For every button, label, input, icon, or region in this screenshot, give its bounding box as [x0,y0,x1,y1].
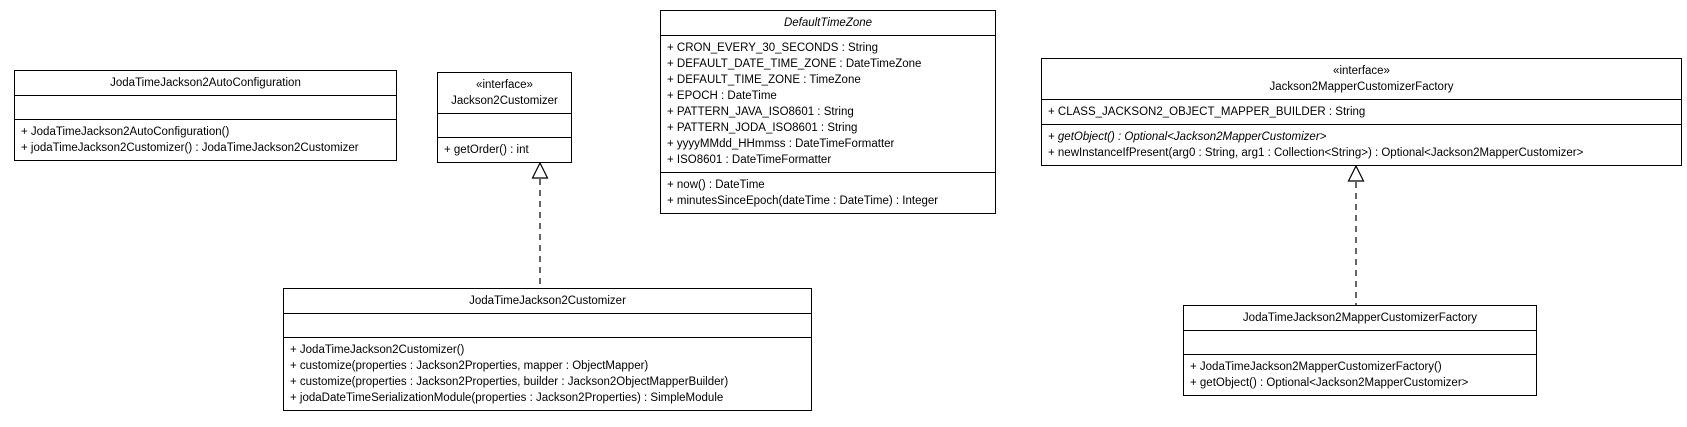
methods-section: + JodaTimeJackson2MapperCustomizerFactor… [1184,354,1536,395]
class-name: JodaTimeJackson2AutoConfiguration [110,77,301,89]
method: + getObject() : Optional<Jackson2MapperC… [1048,131,1327,143]
methods-section: + JodaTimeJackson2Customizer() + customi… [284,337,811,410]
attributes-section [284,313,811,337]
attribute: + ISO8601 : DateTimeFormatter [667,154,832,166]
realization-arrow-jodatimejackson2mappercustomizerfactory-to-jackson2mappercustomizerfactory [1347,164,1365,305]
method: + customize(properties : Jackson2Propert… [290,376,729,388]
method: + JodaTimeJackson2MapperCustomizerFactor… [1190,361,1442,373]
hollow-triangle-arrowhead [1347,164,1365,182]
method: + newInstanceIfPresent(arg0 : String, ar… [1048,147,1584,159]
method: + now() : DateTime [667,179,765,191]
method: + jodaTimeJackson2Customizer() : JodaTim… [21,142,359,154]
attributes-section [438,113,571,137]
class-box-jodatimejackson2mappercustomizerfactory: JodaTimeJackson2MapperCustomizerFactory … [1183,305,1537,396]
method: + JodaTimeJackson2AutoConfiguration() [21,126,230,138]
class-name: JodaTimeJackson2MapperCustomizerFactory [1242,312,1478,324]
methods-section: + JodaTimeJackson2AutoConfiguration() + … [15,119,396,160]
attribute: + EPOCH : DateTime [667,90,777,102]
class-title: «interface» Jackson2Customizer [438,73,571,113]
class-name: JodaTimeJackson2Customizer [469,295,626,307]
attribute: + PATTERN_JODA_ISO8601 : String [667,122,858,134]
class-name: DefaultTimeZone [783,17,873,29]
methods-section: + now() : DateTime + minutesSinceEpoch(d… [661,172,995,213]
attribute: + yyyyMMdd_HHmmss : DateTimeFormatter [667,138,895,150]
method: + customize(properties : Jackson2Propert… [290,360,649,372]
method: + getOrder() : int [444,144,529,156]
methods-section: + getOrder() : int [438,137,571,162]
hollow-triangle-arrowhead [531,161,549,179]
stereotype: «interface» [1333,65,1390,77]
method: + JodaTimeJackson2Customizer() [290,344,465,356]
attributes-section: + CRON_EVERY_30_SECONDS : String + DEFAU… [661,35,995,172]
attribute: + DEFAULT_DATE_TIME_ZONE : DateTimeZone [667,58,922,70]
realization-arrow-jodatimejackson2customizer-to-jackson2customizer [531,161,549,288]
attribute: + PATTERN_JAVA_ISO8601 : String [667,106,854,118]
class-box-defaulttimezone: DefaultTimeZone + CRON_EVERY_30_SECONDS … [660,10,996,214]
method: + jodaDateTimeSerializationModule(proper… [290,392,724,404]
attribute: + CRON_EVERY_30_SECONDS : String [667,42,879,54]
stereotype: «interface» [476,79,533,91]
methods-section: + getObject() : Optional<Jackson2MapperC… [1042,124,1681,165]
class-box-jackson2mappercustomizerfactory: «interface» Jackson2MapperCustomizerFact… [1041,58,1682,166]
attributes-section [1184,330,1536,354]
class-box-jodatimejackson2customizer: JodaTimeJackson2Customizer + JodaTimeJac… [283,288,812,411]
class-title: «interface» Jackson2MapperCustomizerFact… [1042,59,1681,99]
class-box-jodatimejackson2autoconfiguration: JodaTimeJackson2AutoConfiguration + Joda… [14,70,397,161]
attributes-section: + CLASS_JACKSON2_OBJECT_MAPPER_BUILDER :… [1042,99,1681,124]
attributes-section [15,95,396,119]
attribute: + DEFAULT_TIME_ZONE : TimeZone [667,74,861,86]
class-box-jackson2customizer: «interface» Jackson2Customizer + getOrde… [437,72,572,163]
class-name: Jackson2Customizer [451,95,558,107]
class-name: Jackson2MapperCustomizerFactory [1269,81,1454,93]
method: + minutesSinceEpoch(dateTime : DateTime)… [667,195,939,207]
method: + getObject() : Optional<Jackson2MapperC… [1190,377,1469,389]
attribute: + CLASS_JACKSON2_OBJECT_MAPPER_BUILDER :… [1048,106,1366,118]
